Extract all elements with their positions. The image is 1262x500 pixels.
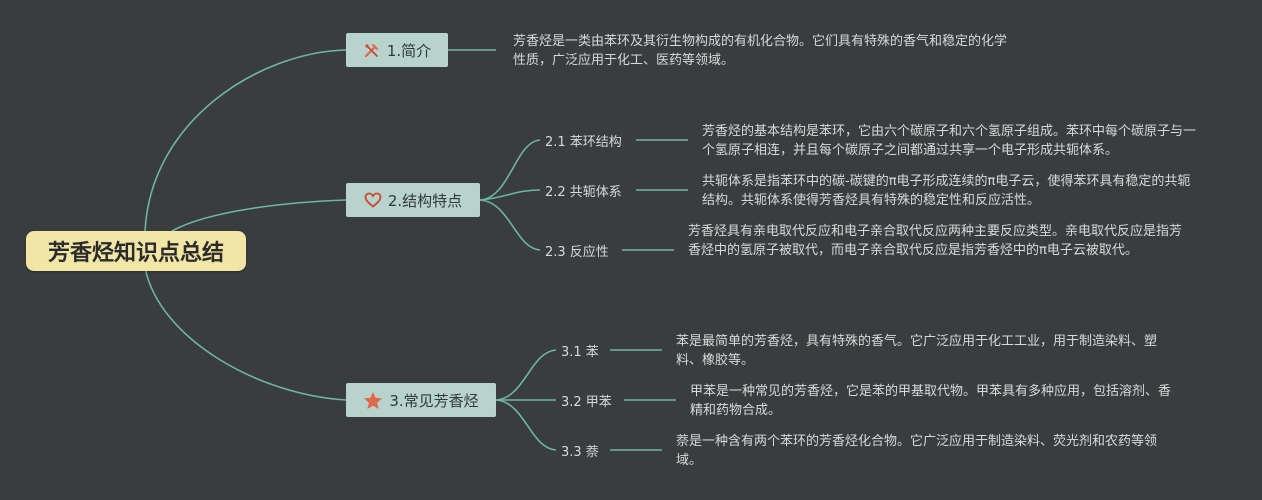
subtopic-2-1[interactable]: 2.1 苯环结构 xyxy=(545,135,622,150)
root-topic[interactable]: 芳香烃知识点总结 xyxy=(26,231,246,271)
connector-structure-to-2-3 xyxy=(479,199,541,251)
subtopic-3-2-description: 甲苯是一种常见的芳香烃，它是苯的甲基取代物。甲苯具有多种应用，包括溶剂、香精和药… xyxy=(690,384,1172,418)
heart-icon xyxy=(364,192,382,208)
branch-structure-label: 2.结构特点 xyxy=(387,191,463,210)
connector-root-to-common xyxy=(144,267,347,401)
branch-intro[interactable]: 1.简介 xyxy=(346,33,448,67)
subtopic-3-1-description: 苯是最简单的芳香烃，具有特殊的香气。它广泛应用于化工工业，用于制造染料、塑料、橡… xyxy=(676,334,1158,368)
connector-root-to-intro xyxy=(144,49,347,233)
connector-common-to-3-1 xyxy=(495,349,557,401)
branch-common-label: 3.常见芳香烃 xyxy=(389,391,479,410)
subtopic-2-1-description: 芳香烃的基本结构是苯环，它由六个碳原子和六个氢原子组成。苯环中每个碳原子与一个氢… xyxy=(702,124,1197,158)
subtopic-2-3-description: 芳香烃具有亲电取代反应和电子亲合取代反应两种主要反应类型。亲电取代反应是指芳香烃… xyxy=(688,224,1183,258)
branch-intro-label: 1.简介 xyxy=(386,41,432,60)
subtopic-2-2[interactable]: 2.2 共轭体系 xyxy=(545,185,622,200)
subtopic-3-1[interactable]: 3.1 苯 xyxy=(561,345,599,360)
root-topic-label: 芳香烃知识点总结 xyxy=(47,241,224,266)
branch-common[interactable]: 3.常见芳香烃 xyxy=(346,383,496,417)
connector-structure-to-2-1 xyxy=(479,139,541,201)
subtopic-2-3[interactable]: 2.3 反应性 xyxy=(545,245,609,260)
tools-icon xyxy=(363,41,381,59)
connector-root-to-structure xyxy=(171,199,347,232)
subtopic-2-2-description: 共轭体系是指苯环中的碳-碳键的π电子形成连续的π电子云，使得苯环具有稳定的共轭结… xyxy=(702,174,1191,208)
intro-description: 芳香烃是一类由苯环及其衍生物构成的有机化合物。它们具有特殊的香气和稳定的化学性质… xyxy=(513,34,1008,68)
subtopic-3-3-description: 萘是一种含有两个苯环的芳香烃化合物。它广泛应用于制造染料、荧光剂和农药等领域。 xyxy=(676,434,1158,468)
branch-structure[interactable]: 2.结构特点 xyxy=(346,183,480,217)
subtopic-3-2[interactable]: 3.2 甲苯 xyxy=(561,395,612,410)
star-icon xyxy=(363,391,383,410)
subtopic-3-3[interactable]: 3.3 萘 xyxy=(561,445,599,460)
connector-structure-to-2-2 xyxy=(479,189,541,201)
connector-common-to-3-3 xyxy=(495,399,557,451)
